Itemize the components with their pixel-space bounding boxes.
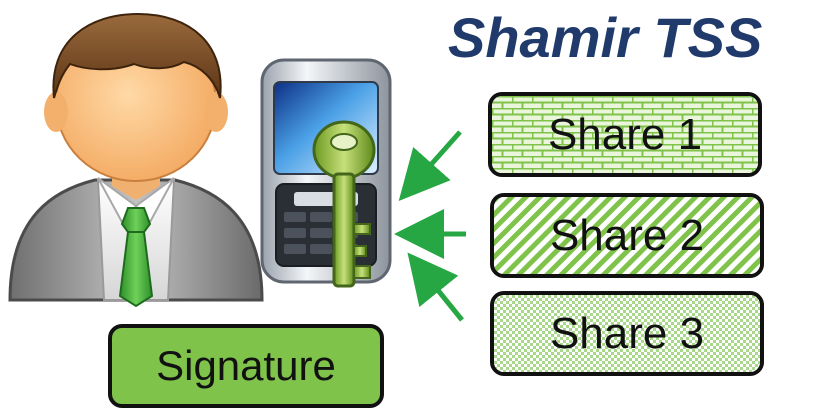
businessman-icon	[8, 12, 264, 308]
share-3-label: Share 3	[549, 308, 705, 358]
share-2-box: Share 2	[490, 193, 764, 278]
share-2-label: Share 2	[549, 210, 705, 260]
share-1-label: Share 1	[547, 109, 703, 159]
diagonal-pattern	[494, 197, 760, 274]
brick-pattern	[492, 96, 758, 173]
checker-pattern	[494, 295, 760, 372]
share-3-box: Share 3	[490, 291, 764, 376]
arrow-share-3	[407, 252, 464, 322]
arrow-share-1	[398, 130, 462, 201]
signature-label: Signature	[156, 342, 336, 389]
share-1-box: Share 1	[488, 92, 762, 177]
diagram-title: Shamir TSS	[448, 6, 763, 69]
phone-with-key-icon	[260, 58, 392, 288]
signature-box: Signature	[108, 324, 384, 408]
